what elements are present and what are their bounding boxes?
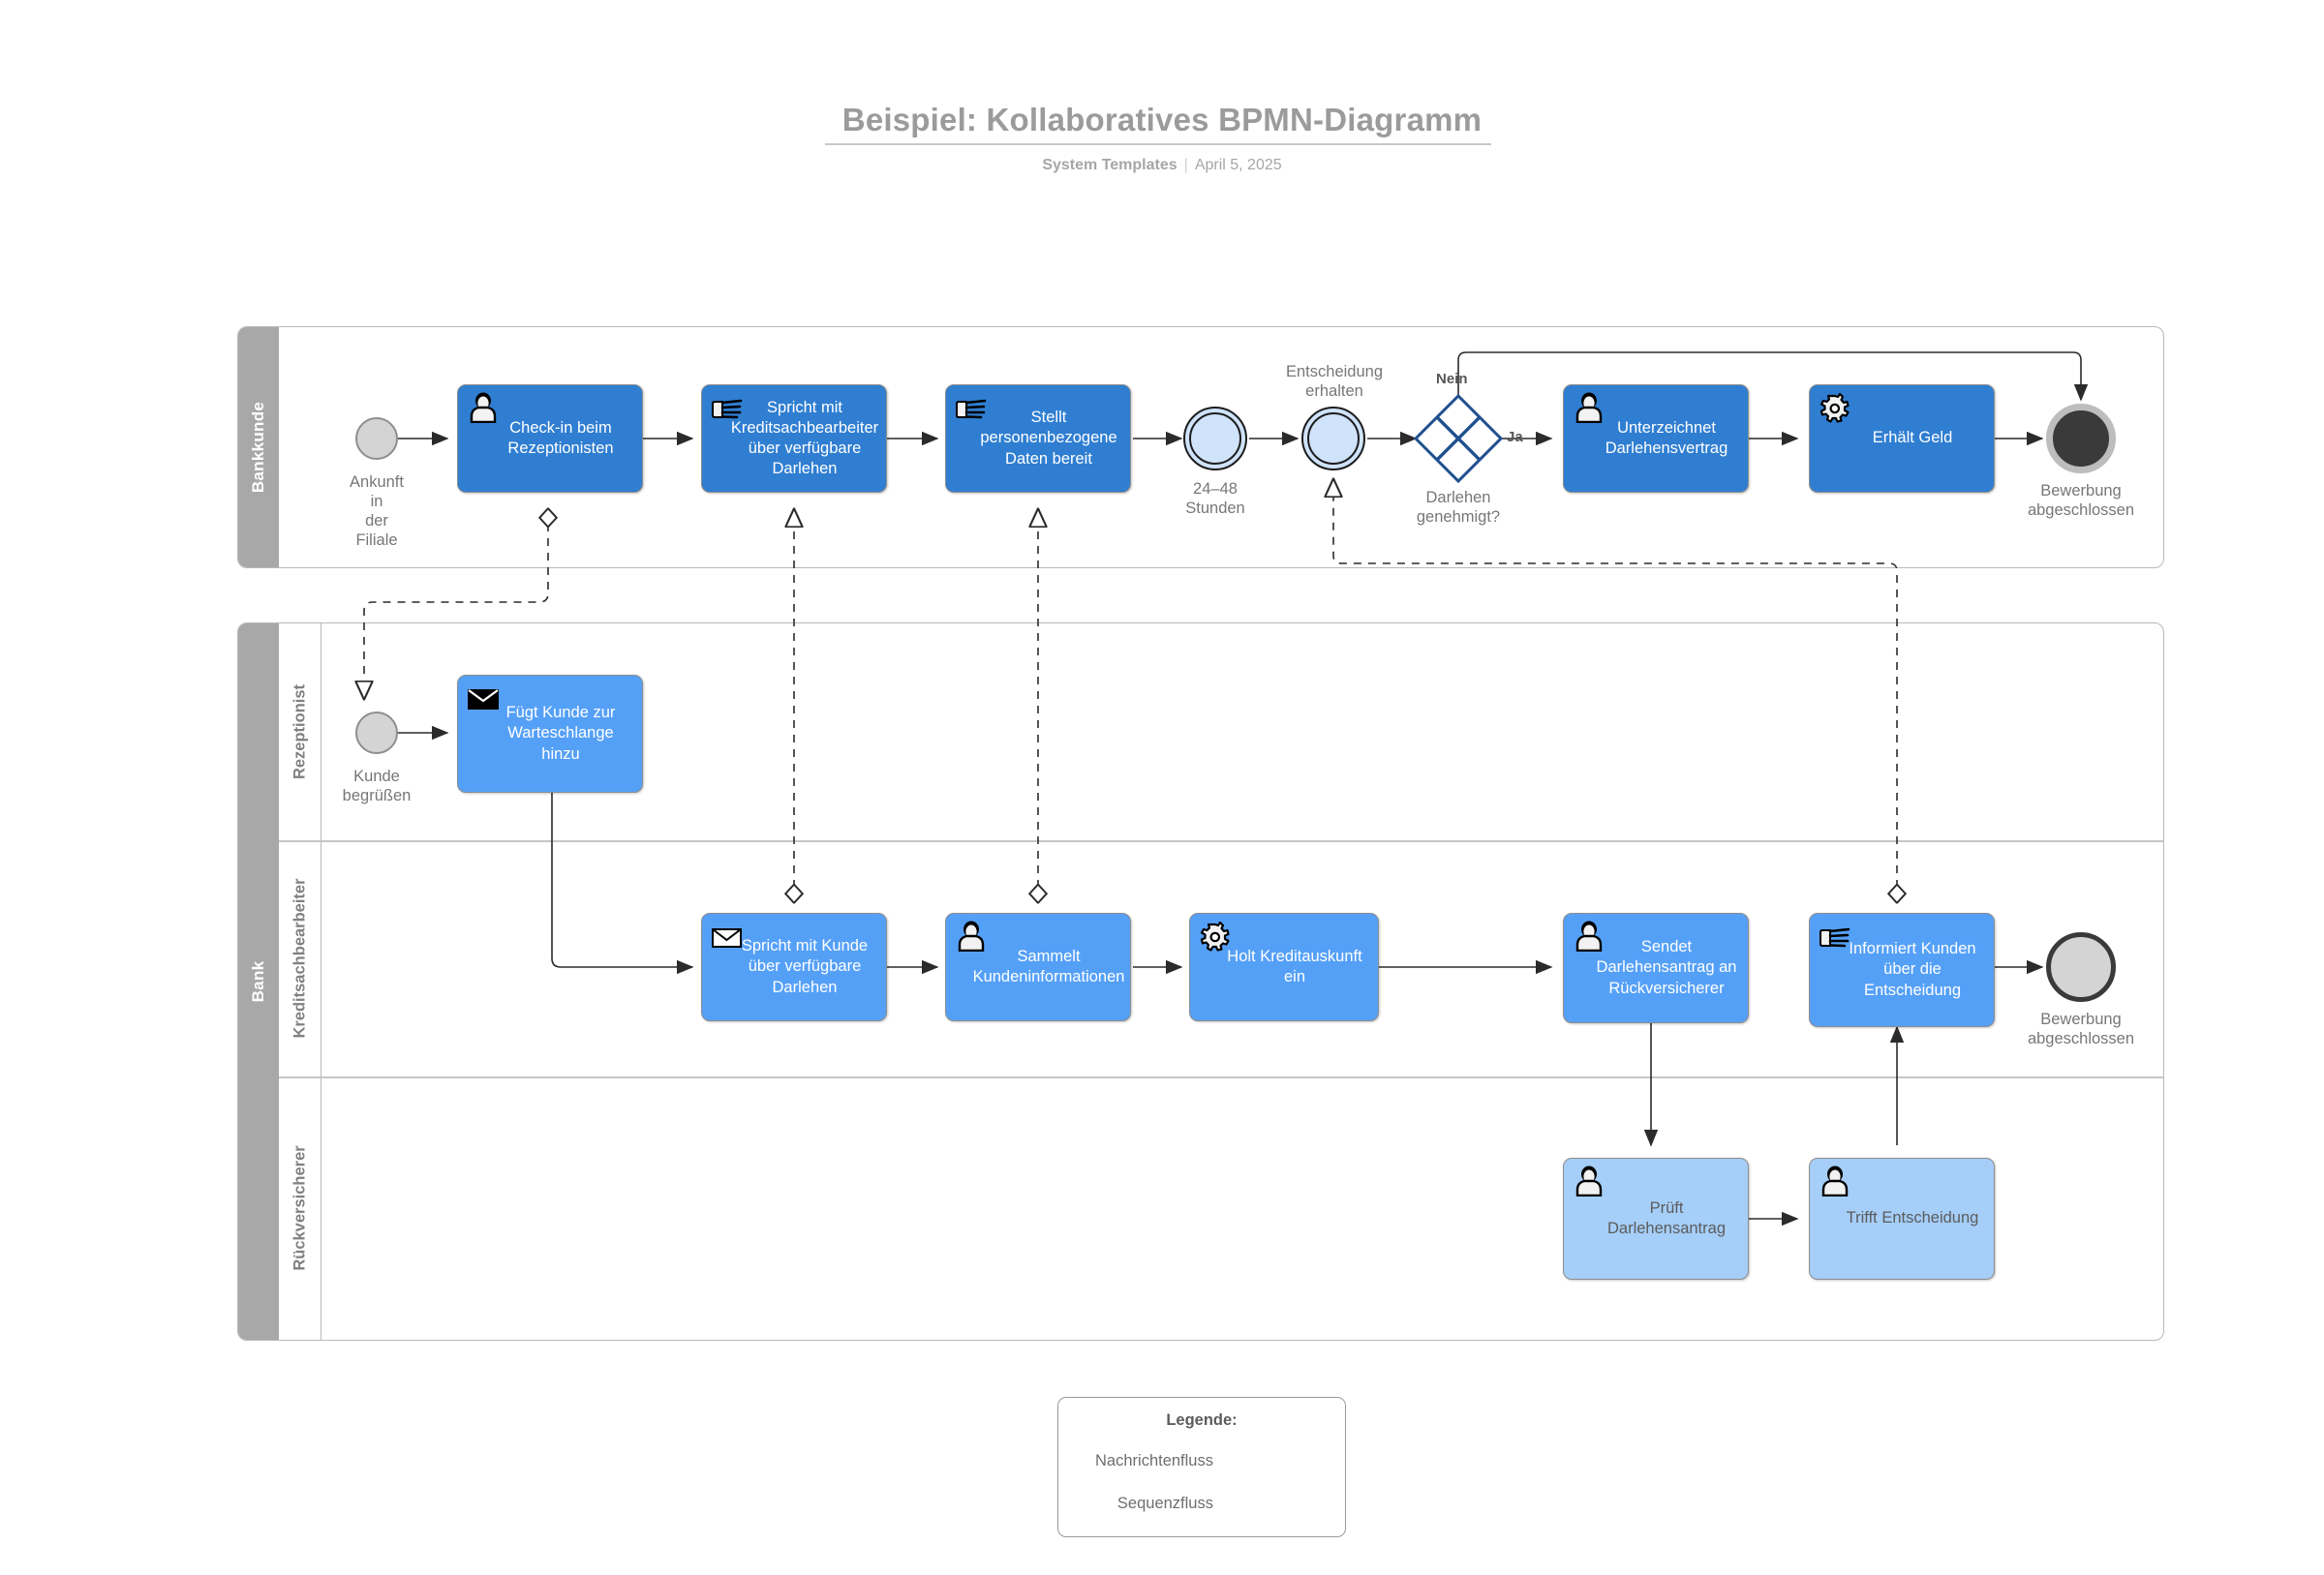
task-label: Informiert Kunden über die Entscheidung: [1849, 940, 1976, 999]
task-erhaelt-geld[interactable]: Erhält Geld: [1809, 384, 1995, 493]
gear-icon: [1199, 921, 1232, 952]
task-stellt-personenbezogene-daten-bereit[interactable]: Stellt personenbezogene Daten bereit: [945, 384, 1131, 493]
manual-hand-icon: [1819, 921, 1851, 952]
task-checkin-beim-rezeptionisten[interactable]: Check-in beim Rezeptionisten: [457, 384, 643, 493]
task-unterzeichnet-darlehensvertrag[interactable]: Unterzeichnet Darlehensvertrag: [1563, 384, 1749, 493]
manual-hand-icon: [955, 392, 988, 423]
lane-rueckversicherer-header: Rückversicherer: [279, 1076, 321, 1340]
start-event-ankunft-label: Ankunft in der Filiale: [350, 473, 404, 550]
user-icon: [1573, 1166, 1605, 1197]
timer-event-label: 24–48 Stunden: [1185, 480, 1245, 518]
lane-divider-1: [279, 840, 2163, 842]
user-icon: [955, 921, 988, 953]
task-fuegt-kunde-zur-warteschlange-hinzu[interactable]: Fügt Kunde zur Warteschlange hinzu: [457, 675, 643, 793]
lane-kreditsachbearbeiter-label: Kreditsachbearbeiter: [290, 878, 308, 1039]
lane-kreditsachbearbeiter-header: Kreditsachbearbeiter: [279, 840, 321, 1076]
pool-bankkunde-header: Bankkunde: [238, 327, 279, 567]
manual-hand-icon: [711, 392, 744, 423]
task-label: Sammelt Kundeninformationen: [972, 947, 1125, 985]
pool-bank-header: Bank: [238, 623, 279, 1340]
lane-rezeptionist-header: Rezeptionist: [279, 623, 321, 840]
end-event-bewerbung-abgeschlossen[interactable]: [2046, 404, 2116, 473]
title-underline: [825, 143, 1491, 145]
task-label: Holt Kreditauskunft ein: [1227, 947, 1362, 985]
lane-divider-2: [279, 1076, 2163, 1078]
pool-bankkunde-label: Bankkunde: [249, 401, 267, 494]
start-event-kunde-begruessen-label: Kunde begrüßen: [342, 768, 412, 805]
message-event-label: Entscheidung erhalten: [1286, 363, 1383, 401]
task-label: Stellt personenbezogene Daten bereit: [980, 409, 1117, 468]
user-icon: [1573, 921, 1605, 953]
task-label: Fügt Kunde zur Warteschlange hinzu: [505, 704, 616, 763]
task-informiert-kunden-ueber-die-entscheidung[interactable]: Informiert Kunden über die Entscheidung: [1809, 913, 1995, 1027]
gear-icon: [1819, 392, 1851, 423]
task-label: Spricht mit Kunde über verfügbare Darleh…: [741, 937, 869, 996]
task-label: Spricht mit Kreditsachbearbeiter über ve…: [730, 398, 879, 478]
task-label: Unterzeichnet Darlehensvertrag: [1605, 418, 1728, 457]
end-event-kreditsachbearbeiter-label: Bewerbung abgeschlossen: [2027, 1011, 2135, 1048]
lane-rueckversicherer-label: Rückversicherer: [290, 1145, 308, 1271]
task-label: Erhält Geld: [1872, 429, 1953, 447]
task-label: Check-in beim Rezeptionisten: [507, 418, 614, 457]
subtitle-separator: |: [1183, 157, 1188, 173]
start-event-ankunft[interactable]: [355, 417, 398, 460]
subtitle-date: April 5, 2025: [1194, 157, 1282, 173]
task-sendet-darlehensantrag-an-rueckversicherer[interactable]: Sendet Darlehensantrag an Rückversichere…: [1563, 913, 1749, 1023]
task-spricht-mit-kunde-ueber-verfuegbare-darlehen[interactable]: Spricht mit Kunde über verfügbare Darleh…: [701, 913, 887, 1021]
user-icon: [1573, 392, 1605, 424]
page-title: Beispiel: Kollaboratives BPMN-Diagramm: [841, 102, 1483, 137]
legend-title: Legende:: [1166, 1411, 1238, 1429]
envelope-icon: [711, 921, 744, 952]
end-event-label: Bewerbung abgeschlossen: [2027, 482, 2135, 520]
task-sammelt-kundeninformationen[interactable]: Sammelt Kundeninformationen: [945, 913, 1131, 1021]
legend-box: Legende: Nachrichtenfluss Sequenzfluss: [1057, 1397, 1346, 1537]
task-spricht-mit-kreditsachbearbeiter[interactable]: Spricht mit Kreditsachbearbeiter über ve…: [701, 384, 887, 493]
task-label: Trifft Entscheidung: [1846, 1209, 1979, 1227]
lane-rezeptionist-label: Rezeptionist: [290, 683, 308, 780]
legend-label-sequenzfluss: Sequenzfluss: [1116, 1495, 1213, 1512]
timer-intermediate-event[interactable]: [1183, 407, 1247, 470]
end-event-kreditsachbearbeiter[interactable]: [2046, 932, 2116, 1002]
pool-bank-label: Bank: [249, 960, 267, 1003]
user-icon: [467, 392, 500, 424]
task-holt-kreditauskunft-ein[interactable]: Holt Kreditauskunft ein: [1189, 913, 1379, 1021]
message-intermediate-event[interactable]: [1301, 407, 1365, 470]
task-label: Sendet Darlehensantrag an Rückversichere…: [1596, 938, 1737, 997]
start-event-kunde-begruessen[interactable]: [355, 712, 398, 754]
gateway-flow-label-nein: Nein: [1436, 371, 1468, 387]
subtitle-org: System Templates: [1042, 157, 1177, 173]
page-subtitle: System Templates | April 5, 2025: [0, 157, 2324, 174]
envelope-filled-icon: [467, 682, 500, 713]
legend-label-nachrichtenfluss: Nachrichtenfluss: [1095, 1452, 1213, 1469]
gateway-flow-label-ja: Ja: [1507, 429, 1523, 445]
task-label: Prüft Darlehensantrag: [1607, 1198, 1726, 1237]
task-prueft-darlehensantrag[interactable]: Prüft Darlehensantrag: [1563, 1158, 1749, 1280]
user-icon: [1819, 1166, 1851, 1197]
gateway-darlehen-genehmigt-label: Darlehen genehmigt?: [1416, 489, 1501, 527]
task-trifft-entscheidung[interactable]: Trifft Entscheidung: [1809, 1158, 1995, 1280]
